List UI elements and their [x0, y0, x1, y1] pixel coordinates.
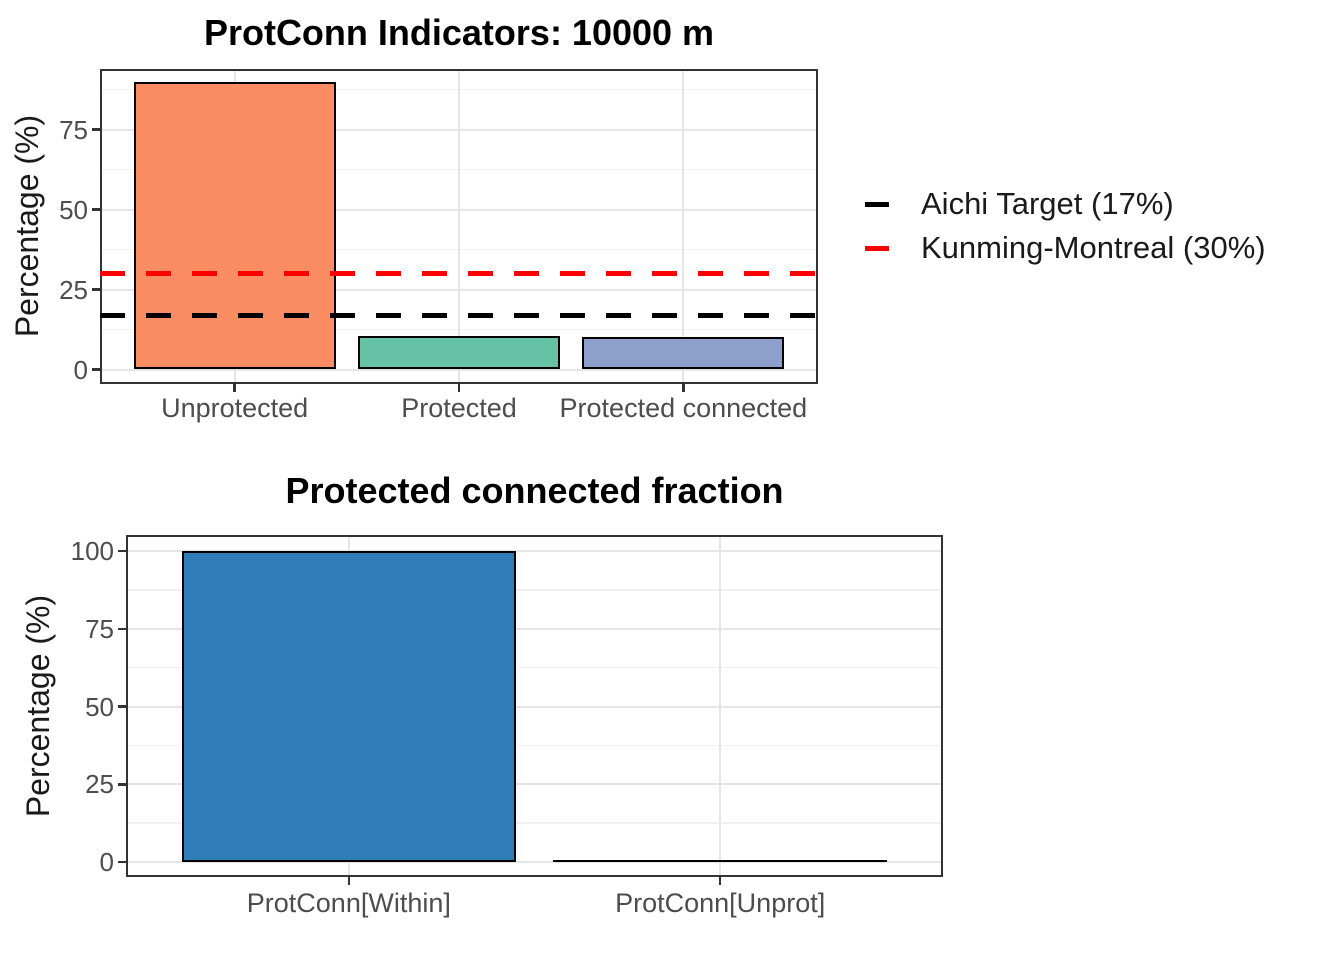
tick-mark [92, 208, 100, 211]
gridline-major [458, 71, 460, 382]
x-category-label: ProtConn[Within] [246, 888, 451, 918]
chart-title: Protected connected fraction [285, 470, 784, 511]
tick-mark [92, 288, 100, 291]
gridline-major [719, 537, 722, 875]
dash-swatch-icon [865, 245, 889, 251]
tick-mark [233, 384, 236, 392]
gridline-major [128, 783, 941, 786]
gridline-major [128, 550, 941, 552]
bar-protected-connected [582, 336, 785, 370]
y-tick-label: 0 [73, 354, 88, 385]
y-tick-label: 50 [85, 691, 114, 722]
x-category-label: Protected connected [559, 393, 808, 423]
y-tick-label: 50 [59, 194, 88, 225]
gridline-minor [128, 589, 941, 591]
y-tick-label: 75 [85, 613, 114, 644]
gridline-major [128, 627, 941, 630]
x-category-label: ProtConn[Unprot] [615, 888, 826, 918]
tick-mark [682, 384, 685, 392]
legend-row: Kunming-Montreal (30%) [865, 226, 1266, 270]
tick-mark [118, 705, 126, 708]
tick-mark [118, 627, 126, 630]
bar-protconn-unprot [553, 860, 888, 862]
tick-mark [118, 860, 126, 864]
tick-mark [92, 128, 100, 131]
tick-mark [118, 549, 126, 553]
bar-unprotected [133, 81, 336, 370]
ref-line-aichi-target-17 [100, 312, 818, 318]
y-tick-label: 0 [99, 847, 114, 877]
gridline-major [682, 71, 685, 382]
tick-mark [718, 877, 722, 885]
x-category-label: Protected [401, 393, 517, 423]
legend-label: Kunming-Montreal (30%) [921, 230, 1266, 265]
tick-mark [92, 368, 100, 371]
gridline-major [128, 861, 941, 863]
bar-protected [358, 335, 560, 370]
gridline-major [128, 705, 941, 708]
x-category-label: Unprotected [161, 393, 309, 423]
tick-mark [118, 783, 126, 786]
tick-mark [347, 877, 351, 885]
tick-mark [457, 384, 461, 392]
ref-line-kunming-montreal-30 [100, 271, 818, 276]
gridline-minor [128, 744, 941, 747]
y-tick-label: 100 [70, 536, 114, 566]
legend-row: Aichi Target (17%) [865, 182, 1266, 226]
chart-title: ProtConn Indicators: 10000 m [203, 12, 715, 53]
y-tick-label: 25 [85, 769, 114, 800]
y-tick-label: 75 [59, 114, 88, 145]
bar-protconn-within [181, 551, 516, 862]
legend: Aichi Target (17%) Kunming-Montreal (30%… [865, 182, 1266, 270]
y-tick-label: 25 [59, 274, 88, 305]
gridline-minor [128, 666, 941, 669]
dash-swatch-icon [865, 201, 889, 207]
gridline-minor [128, 822, 941, 824]
legend-label: Aichi Target (17%) [921, 186, 1174, 221]
